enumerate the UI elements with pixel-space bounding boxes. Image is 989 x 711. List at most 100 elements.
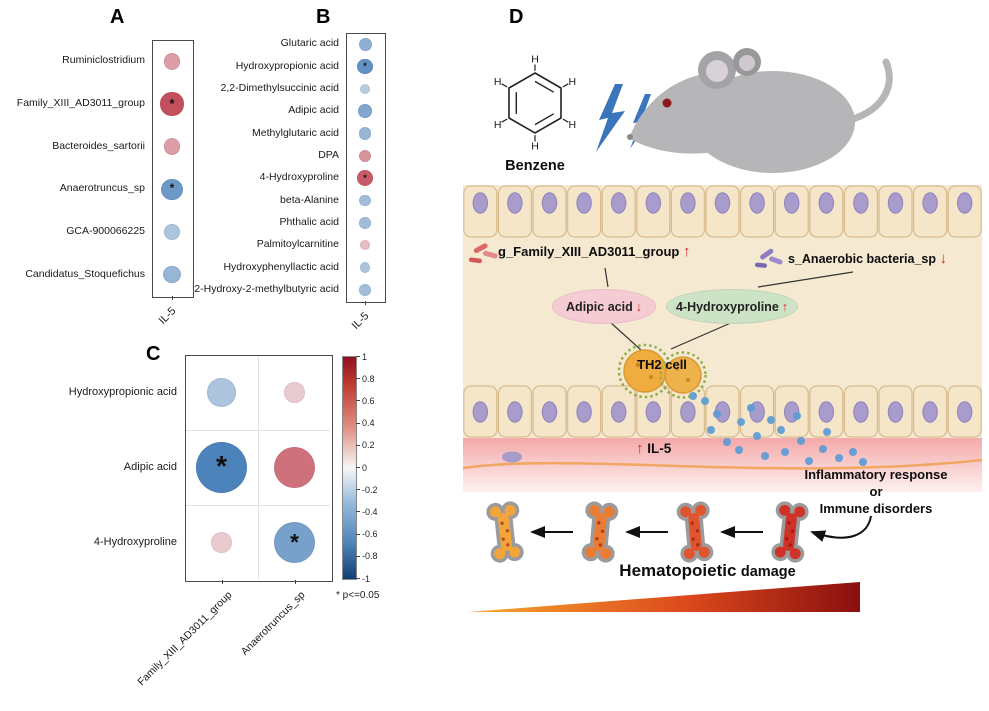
bone — [676, 501, 714, 563]
bone-sequence — [486, 501, 809, 563]
bone — [771, 501, 809, 563]
colorbar-tick — [356, 378, 360, 380]
panel-c-row-label: Adipic acid — [123, 460, 177, 473]
down-arrow-icon: ↓ — [635, 299, 642, 314]
cell-nucleus — [611, 192, 627, 214]
il5-molecule-dot — [723, 438, 731, 446]
bone-marrow — [504, 504, 516, 516]
panel-b-row-label: DPA — [318, 148, 339, 161]
panel-a-box — [152, 40, 194, 298]
colorbar-tick-label: -0.4 — [362, 506, 378, 517]
outcome-line-1: Inflammatory response — [804, 467, 948, 482]
il5-molecule-dot — [859, 458, 867, 466]
bone-marrow — [794, 506, 806, 518]
bacteria-down-text: s_Anaerobic bacteria_sp — [788, 252, 936, 266]
bone-speckle — [595, 537, 599, 541]
il5-molecule-dot — [767, 416, 775, 424]
h-atom-label: H — [531, 141, 539, 153]
bone-speckle — [787, 521, 791, 525]
il5-molecule-dot — [735, 446, 743, 454]
il5-text: IL-5 — [647, 441, 672, 456]
mouse-nose — [627, 134, 633, 140]
bone-marrow — [600, 548, 612, 560]
bone-marrow — [779, 504, 791, 516]
h-atom-label: H — [531, 54, 539, 66]
bone-speckle — [691, 537, 695, 541]
panel-c-row-label: Hydroxypropionic acid — [68, 385, 177, 398]
corr-dot: * — [357, 58, 373, 75]
panel-c-col-label: Family_XIII_AD3011_group — [134, 589, 234, 689]
colorbar-tick — [356, 511, 360, 513]
cell-nucleus — [611, 401, 627, 423]
cell-nucleus — [576, 401, 592, 423]
il5-molecule-dot — [805, 457, 813, 465]
cell-nucleus — [576, 192, 592, 214]
il5-molecule-dot — [781, 448, 789, 456]
down-arrow-icon: ↓ — [939, 250, 947, 267]
corr-dot — [211, 532, 232, 553]
up-arrow-icon: ↑ — [636, 440, 644, 457]
colorbar-tick — [356, 444, 360, 446]
panel-b-row-label: Palmitoylcarnitine — [256, 238, 339, 251]
damage-word-1: Hematopoietic — [619, 561, 737, 580]
severity-gradient-wedge — [468, 582, 860, 612]
panel-b-row-label: Phthalic acid — [279, 215, 339, 228]
colorbar-tick-label: -1 — [362, 573, 371, 584]
colorbar-tick-label: -0.6 — [362, 529, 378, 540]
mouse-eye — [662, 98, 672, 108]
corr-dot: * — [161, 178, 183, 200]
colorbar-tick — [356, 400, 360, 402]
panel-b-row-label: 4-Hydroxyproline — [259, 171, 339, 184]
panel-b-row-label: Glutaric acid — [280, 37, 339, 50]
outcome-line-2: or — [869, 484, 883, 499]
outcome-line-3: Immune disorders — [819, 501, 933, 516]
h-atom-label: H — [494, 119, 502, 131]
bone-marrow — [695, 504, 707, 516]
bacterium-rod — [754, 262, 767, 268]
mouse-tail — [846, 58, 893, 124]
il5-molecule-dot — [797, 437, 805, 445]
bone-marrow — [774, 546, 786, 558]
pathway-connectors — [604, 267, 854, 351]
corr-dot — [358, 127, 372, 140]
lightning-bolt-icon — [596, 84, 625, 152]
th2-granule — [649, 375, 653, 379]
cell-nucleus — [680, 401, 696, 423]
corr-dot — [163, 138, 181, 155]
grid-line-horizontal — [186, 505, 330, 506]
th2-granule — [686, 378, 690, 382]
corr-dot — [358, 104, 372, 118]
cell-nucleus — [507, 401, 523, 423]
bone-marrow — [683, 548, 695, 560]
th2-cell-label: TH2 cell — [637, 357, 687, 372]
bone-marrow — [588, 504, 600, 516]
cell-nucleus — [472, 192, 488, 214]
corr-dot: * — [195, 441, 248, 494]
corr-dot — [284, 382, 305, 403]
corr-dot: * — [273, 521, 316, 564]
bone — [581, 501, 619, 563]
il5-molecule-dot — [761, 452, 769, 460]
corr-dot — [163, 265, 181, 284]
colorbar-tick-label: 0.2 — [362, 440, 375, 451]
up-arrow-icon: ↑ — [682, 243, 691, 260]
panel-b-box — [346, 33, 386, 303]
bone-speckle — [695, 529, 700, 533]
benzene-structure: H H H H H H — [494, 54, 576, 153]
colorbar-tick-label: 0 — [362, 462, 368, 473]
bacteria-red-icon — [468, 243, 498, 264]
corr-dot — [359, 194, 371, 207]
bacteria-up-label: g_Family_XIII_AD3011_group ↑ — [498, 243, 690, 260]
mouse-ear-inner — [739, 55, 755, 71]
colorbar-tick — [356, 489, 360, 491]
il5-molecule-dot — [689, 392, 697, 400]
adipic-acid-oval: Adipic acid ↓ — [552, 289, 656, 324]
panel-b-row-label: Hydroxyphenyllactic acid — [223, 260, 339, 273]
colorbar-tick — [356, 467, 360, 468]
cell-nucleus — [818, 192, 834, 214]
h-bond — [501, 118, 508, 123]
hydroxyproline-text: 4-Hydroxyproline — [675, 299, 779, 314]
bone-speckle — [785, 537, 789, 541]
corr-dot: * — [160, 92, 184, 116]
